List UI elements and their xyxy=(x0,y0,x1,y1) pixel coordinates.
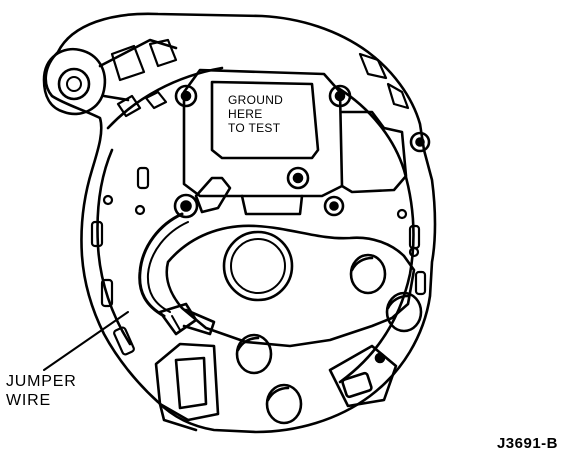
screw-lower xyxy=(323,195,345,217)
screw-terminal xyxy=(173,193,199,219)
jumper-label-line-2: WIRE xyxy=(6,392,51,409)
ground-plate-label: GROUND HERE TO TEST xyxy=(228,94,283,136)
diode-cup-center xyxy=(235,333,273,375)
ground-plate-line-1: GROUND xyxy=(228,93,284,107)
screw-top-left xyxy=(174,84,198,108)
ground-plate-line-3: TO TEST xyxy=(228,121,281,135)
diode-cup-upper-right xyxy=(349,253,387,295)
diode-cup-bottom xyxy=(265,383,303,425)
screw-mid-right xyxy=(286,166,310,190)
housing-slots xyxy=(90,166,427,356)
housing-fins xyxy=(110,38,410,118)
ground-plate-line-2: HERE xyxy=(228,107,263,121)
jumper-wire xyxy=(138,212,189,318)
screw-top-right xyxy=(328,84,352,108)
jumper-wire-label: JUMPER WIRE xyxy=(6,373,77,412)
diode-cups xyxy=(235,253,423,425)
diode-cup-right xyxy=(385,291,423,333)
heat-sink-bracket xyxy=(154,342,220,432)
rear-bearing-boss xyxy=(165,224,416,348)
alternator-housing xyxy=(44,12,437,434)
mounting-ear xyxy=(42,38,178,116)
voltage-regulator xyxy=(182,68,408,216)
field-terminal-strap xyxy=(194,176,232,214)
screw-heads xyxy=(173,84,431,219)
output-terminal-block xyxy=(328,344,398,408)
jumper-clip xyxy=(158,302,216,336)
screw-upper-right-frame xyxy=(409,131,431,153)
figure-code: J3691-B xyxy=(496,435,558,453)
jumper-label-line-1: JUMPER xyxy=(6,373,77,390)
jumper-leader-line xyxy=(43,311,129,371)
